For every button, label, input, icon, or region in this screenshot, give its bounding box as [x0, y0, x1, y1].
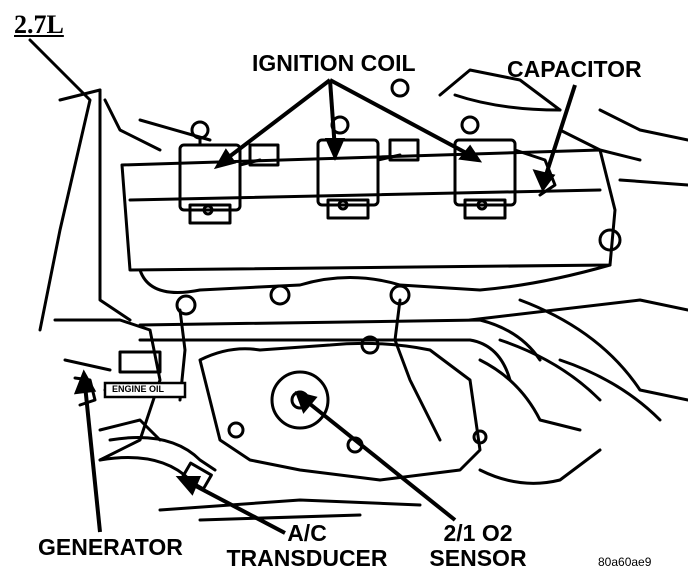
lower-housing [198, 335, 488, 482]
ac-transducer-line1: A/C [287, 520, 327, 546]
o2-sensor-label: 2/1 O2 SENSOR [418, 522, 538, 570]
figure-code: 80a60ae9 [598, 555, 652, 569]
engine-oil-tag-shape [103, 381, 187, 399]
capacitor-label: CAPACITOR [507, 56, 642, 82]
ignition-coil-pack-1 [178, 120, 242, 225]
ignition-coil-pack-2 [316, 115, 380, 220]
engine-size-title: 2.7L [14, 10, 64, 39]
o2-sensor-line2: SENSOR [429, 545, 527, 571]
wiring-harness [138, 298, 688, 442]
ignition-coil-pack-3 [453, 115, 517, 220]
ac-transducer-label: A/C TRANSDUCER [222, 522, 392, 570]
generator-label: GENERATOR [38, 534, 183, 560]
coil-connectors [238, 138, 557, 197]
engine-oil-tag-text: ENGINE OIL [112, 384, 165, 394]
ac-lines [98, 436, 602, 522]
engine-block-outline [28, 38, 688, 332]
ac-transducer-line2: TRANSDUCER [226, 545, 388, 571]
callout-arrows [73, 78, 577, 535]
o2-sensor-line1: 2/1 O2 [443, 520, 513, 546]
ignition-coil-label: IGNITION COIL [252, 50, 416, 76]
right-ducts [478, 338, 662, 432]
